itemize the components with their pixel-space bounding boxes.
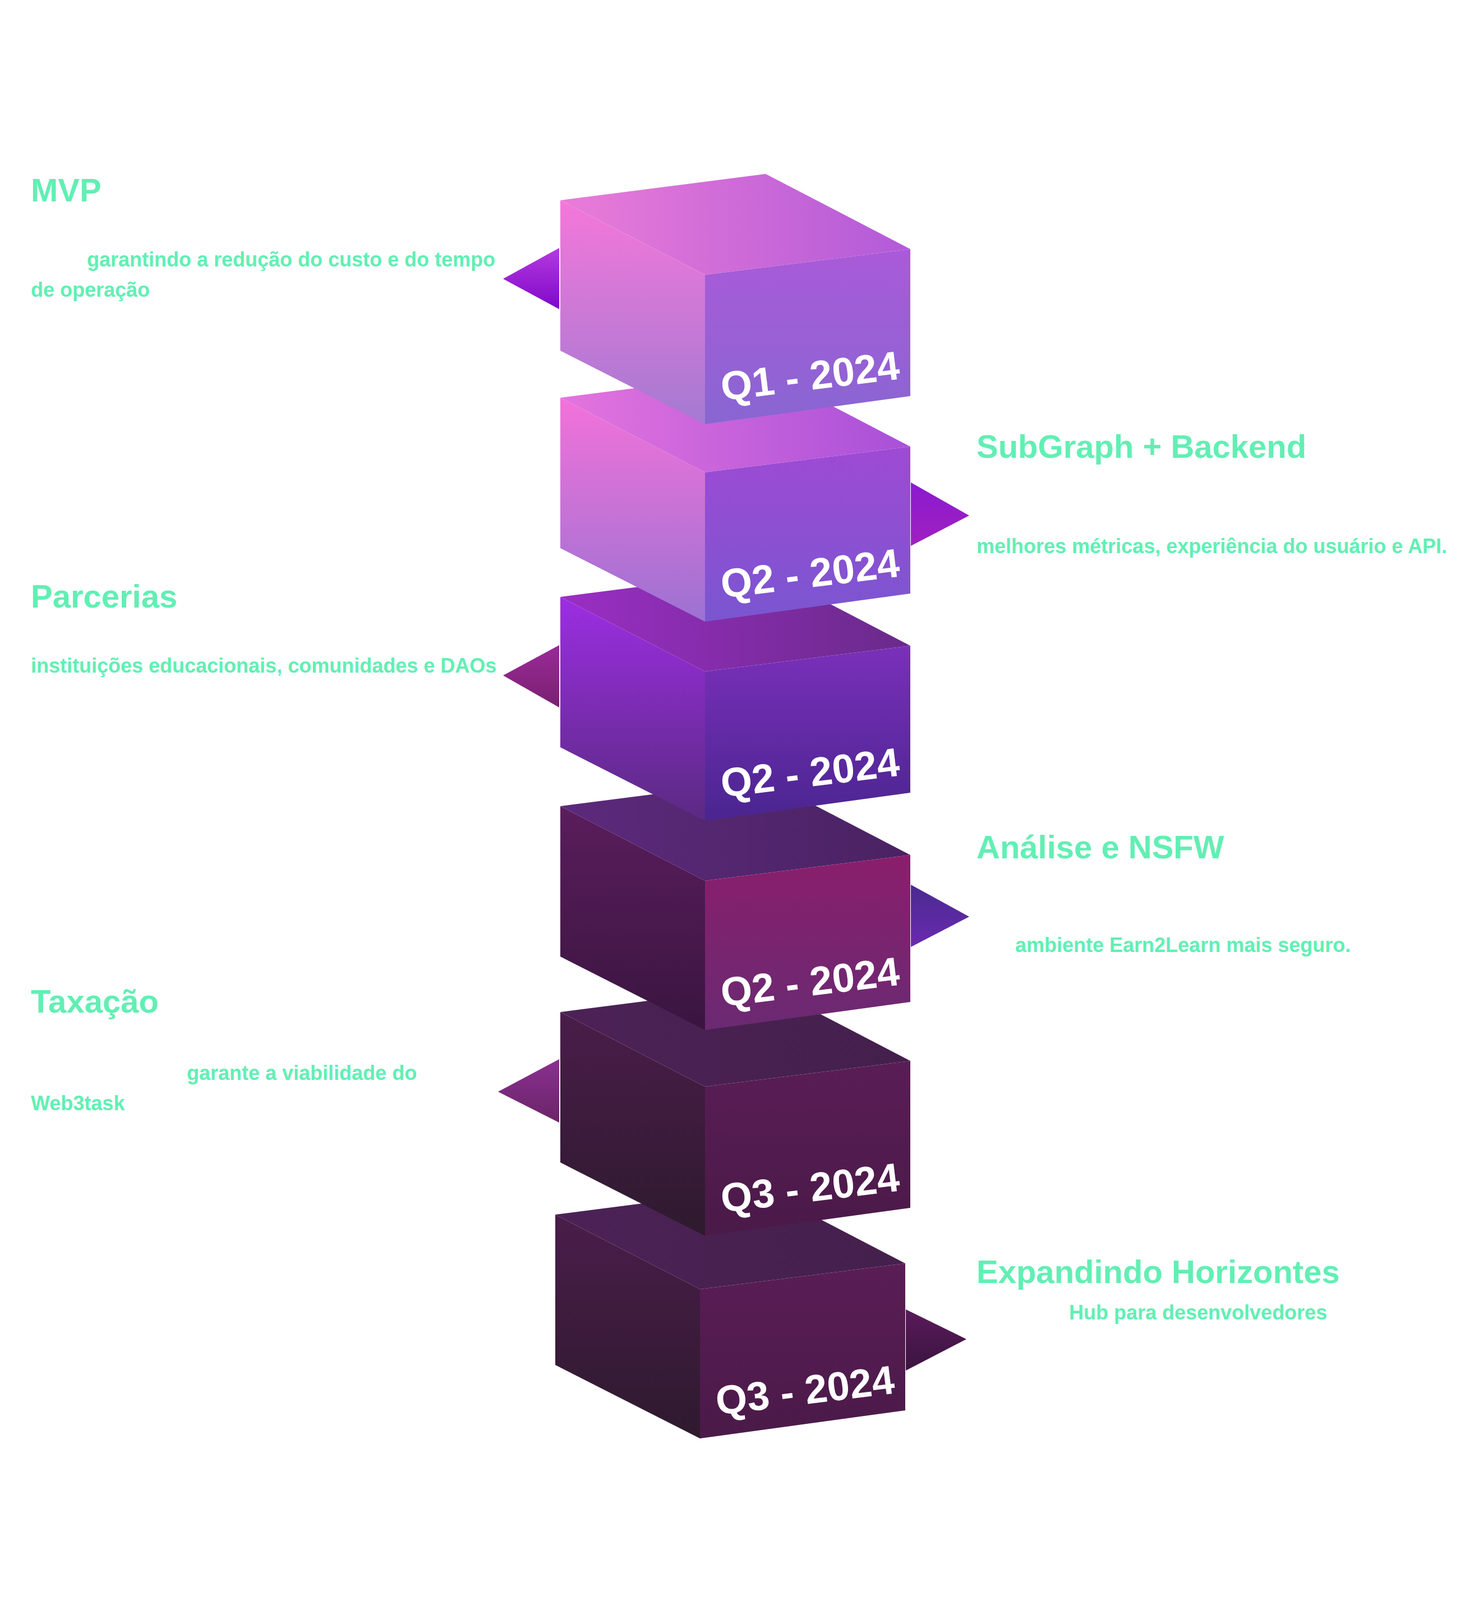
- milestone-description: garantindo a redução do custo e do tempo…: [30, 244, 497, 306]
- milestone-description: instituições educacionais, comunidades e…: [30, 650, 514, 681]
- milestone-heading: Expandindo Horizontes: [976, 1252, 1459, 1291]
- pointer-triangle: [503, 247, 560, 310]
- cube-right: [705, 446, 911, 622]
- quarter-cube: Q2 - 2024: [560, 779, 911, 1030]
- milestone-heading: Taxação: [30, 982, 536, 1021]
- milestone-heading: SubGraph + Backend: [976, 427, 1459, 466]
- quarter-cube: Q1 - 2024: [560, 173, 911, 425]
- cube-right: [705, 1060, 911, 1236]
- cube-right: [705, 249, 911, 425]
- pointer-triangle: [905, 1309, 967, 1371]
- milestone-heading: Parcerias: [30, 577, 536, 616]
- cube-left: [555, 1214, 700, 1439]
- milestone-description: melhores métricas, experiência do usuári…: [976, 531, 1451, 562]
- cube-right: [705, 645, 911, 821]
- cube-left: [560, 596, 706, 821]
- pointer-triangle: [498, 1058, 560, 1123]
- milestone-description: ambiente Earn2Learn mais seguro.: [1015, 929, 1459, 961]
- cube-left: [560, 805, 706, 1030]
- milestone-description: Hub para desenvolvedores: [1069, 1297, 1457, 1328]
- pointer-triangle: [910, 884, 970, 947]
- cube-right: [705, 854, 911, 1030]
- cube-right: [699, 1263, 906, 1439]
- pointer-triangle: [503, 645, 560, 708]
- pointer-triangle: [910, 482, 970, 546]
- cube-left: [560, 1011, 706, 1236]
- milestone-description: garante a viabilidade do Web3task: [30, 1057, 480, 1119]
- milestone-heading: Análise e NSFW: [976, 827, 1459, 866]
- milestone-heading: MVP: [30, 171, 536, 210]
